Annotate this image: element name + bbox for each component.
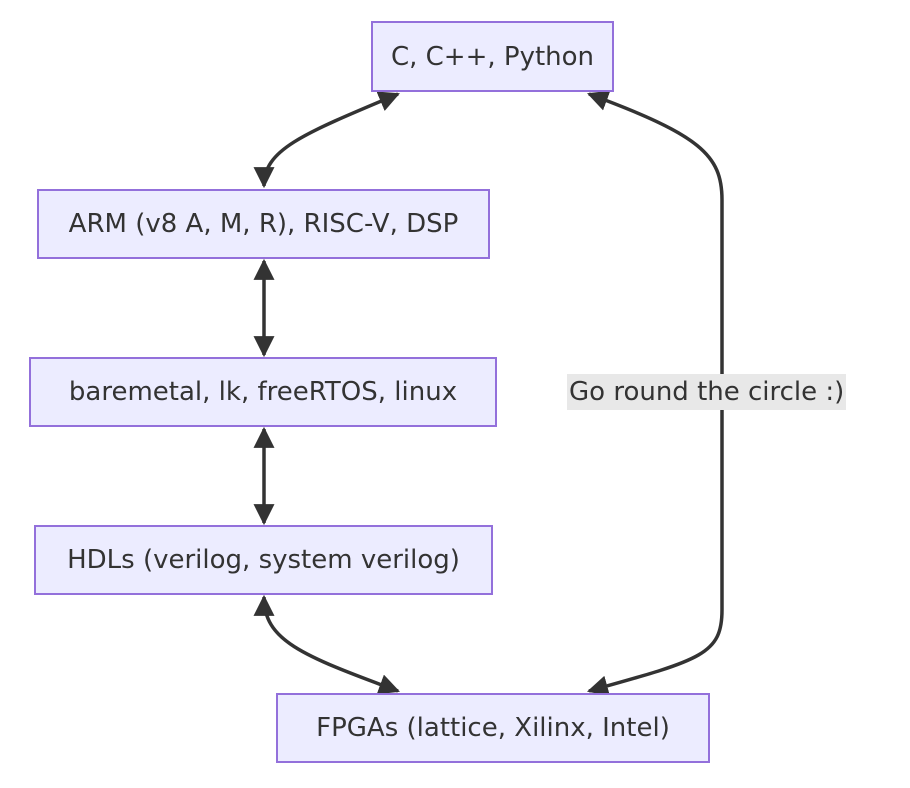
node-label: baremetal, lk, freeRTOS, linux <box>68 377 458 407</box>
node-label: ARM (v8 A, M, R), RISC-V, DSP <box>68 209 459 239</box>
edge-hdl-fpga <box>253 594 400 695</box>
node-operating-systems: baremetal, lk, freeRTOS, linux <box>29 357 497 427</box>
node-c-cpp-python: C, C++, Python <box>371 21 614 92</box>
node-label: FPGAs (lattice, Xilinx, Intel) <box>316 713 670 743</box>
edge-label-round-circle: Go round the circle :) <box>567 374 847 410</box>
node-label: C, C++, Python <box>390 41 595 72</box>
node-label: HDLs (verilog, system verilog) <box>67 545 460 575</box>
edge-lang-arch <box>253 91 400 189</box>
node-hdls: HDLs (verilog, system verilog) <box>34 525 493 595</box>
node-arm-riscv-dsp: ARM (v8 A, M, R), RISC-V, DSP <box>37 189 490 259</box>
node-fpgas: FPGAs (lattice, Xilinx, Intel) <box>276 693 710 763</box>
edge-label-text: Go round the circle :) <box>569 377 845 407</box>
